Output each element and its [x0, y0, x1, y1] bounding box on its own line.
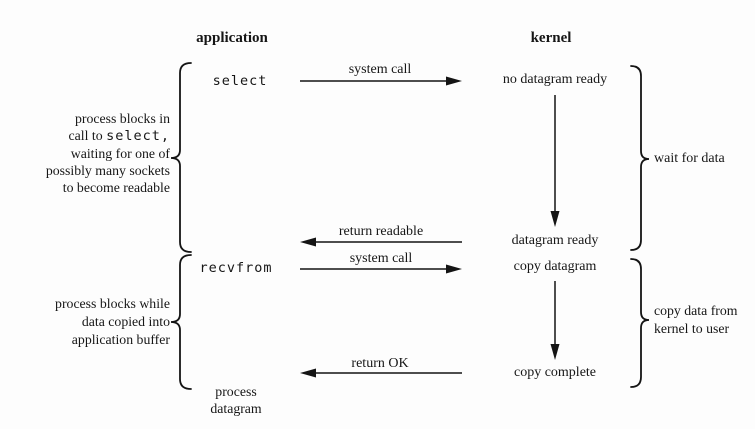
application-column-header: application	[196, 30, 268, 46]
process-datagram-line2: datagram	[210, 401, 262, 416]
system-call-top-label: system call	[348, 62, 412, 77]
right-brace-wait-for-data	[630, 65, 650, 251]
no-datagram-ready-label: no datagram ready	[502, 72, 608, 87]
copy-datagram-label: copy datagram	[513, 259, 597, 274]
recvfrom-note-line2: data copied into	[81, 314, 170, 329]
kernel-column-header: kernel	[530, 30, 572, 46]
left-brace-recvfrom	[170, 254, 192, 390]
return-readable-label: return readable	[338, 224, 424, 239]
select-note-line5: to become readable	[62, 180, 170, 195]
arrow-system-call-top	[300, 76, 462, 86]
datagram-ready-label: datagram ready	[511, 233, 599, 248]
copy-data-note-line2: kernel to user	[654, 321, 730, 336]
recvfrom-note-line3: application buffer	[71, 332, 170, 347]
select-note-line1: process blocks in	[74, 111, 170, 126]
select-call-label: select	[212, 73, 268, 89]
select-note-line2: call to select,	[68, 128, 170, 144]
copy-data-note: copy data from kernel to user	[654, 302, 738, 338]
process-datagram-line1: process	[215, 384, 257, 399]
arrow-return-readable	[300, 237, 462, 247]
arrow-system-call-bottom	[300, 264, 462, 274]
left-brace-select	[170, 62, 192, 253]
recvfrom-blocking-note: process blocks while data copied into ap…	[55, 295, 170, 349]
recvfrom-note-line1: process blocks while	[55, 296, 170, 311]
wait-for-data-note: wait for data	[654, 151, 725, 166]
select-note-line3: waiting for one of	[70, 146, 170, 161]
select-note-code: select,	[106, 128, 170, 144]
arrow-return-ok	[300, 368, 462, 378]
right-brace-copy-data	[630, 258, 650, 388]
select-note-line4: possibly many sockets	[45, 163, 170, 178]
return-ok-label: return OK	[351, 356, 409, 371]
copy-data-note-line1: copy data from	[654, 303, 738, 318]
arrow-wait-for-data	[550, 95, 560, 227]
select-blocking-note: process blocks in call to select, waitin…	[46, 110, 170, 196]
copy-complete-label: copy complete	[513, 365, 597, 380]
process-datagram-label: process datagram	[210, 383, 261, 417]
arrow-copying	[550, 281, 560, 360]
recvfrom-call-label: recvfrom	[199, 260, 273, 276]
system-call-bottom-label: system call	[349, 251, 413, 266]
